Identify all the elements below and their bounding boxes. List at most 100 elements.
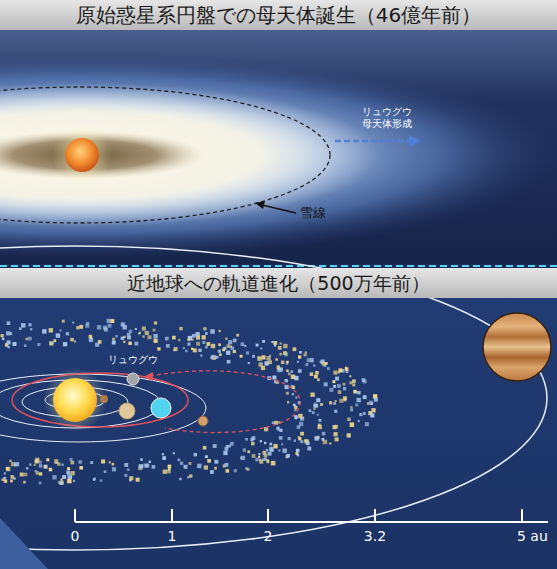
asteroid-dot [225,463,229,467]
asteroid-dot [251,442,255,446]
scale-tick [521,509,523,522]
asteroid-dot [288,373,291,376]
asteroid-dot [197,464,201,468]
asteroid-dot [371,414,375,418]
asteroid-dot [228,340,232,344]
asteroid-dot [363,412,366,415]
asteroid-dot [7,340,11,344]
asteroid-dot [211,344,215,348]
asteroid-dot [67,479,72,484]
asteroid-dot [89,335,92,338]
asteroid-dot [287,401,289,403]
asteroid-dot [334,371,338,375]
asteroid-dot [165,337,169,341]
asteroid-dot [325,362,328,365]
protosun [65,138,99,172]
asteroid-dot [163,470,167,474]
asteroid-dot [271,341,273,343]
asteroid-dot [298,437,301,440]
asteroid-dot [28,323,31,326]
asteroid-dot [139,332,141,334]
asteroid-dot [6,331,10,335]
asteroid-dot [42,329,46,333]
asteroid-dot [362,378,366,382]
asteroid-dot [103,326,107,330]
asteroid-dot [219,353,222,356]
asteroid-dot [191,339,193,341]
asteroid-dot [140,458,143,461]
asteroid-dot [66,332,69,335]
asteroid-dot [218,343,221,346]
asteroid-dot [298,414,302,418]
scale-number: 1 [168,528,177,544]
asteroid-dot [245,467,247,469]
asteroid-dot [49,468,53,472]
scale-bar [75,521,548,523]
arrow-head [255,201,265,209]
asteroid-dot [241,456,245,460]
asteroid-dot [225,447,229,451]
asteroid-dot [277,428,280,431]
asteroid-dot [24,344,27,347]
asteroid-dot [13,342,17,346]
asteroid-dot [115,335,118,338]
asteroid-dot [278,346,282,350]
asteroid-dot [240,457,242,459]
asteroid-dot [355,404,358,407]
asteroid-dot [128,342,131,345]
asteroid-dot [310,393,314,397]
asteroid-dot [189,462,192,465]
asteroid-dot [205,332,208,335]
asteroid-dot [39,482,42,485]
asteroid-dot [227,344,231,348]
asteroid-dot [288,437,291,440]
asteroid-dot [95,343,99,347]
asteroid-dot [347,433,351,437]
asteroid-dot [338,390,342,394]
asteroid-dot [260,347,262,349]
asteroid-belt [1,319,378,485]
asteroid-dot [337,384,341,388]
asteroid-dot [266,459,269,462]
asteroid-dot [70,338,74,342]
asteroid-dot [124,474,127,477]
asteroid-dot [138,333,140,335]
asteroid-dot [174,347,178,351]
asteroid-dot [6,467,9,470]
asteroid-dot [335,400,337,402]
asteroid-dot [370,414,374,418]
asteroid-dot [343,396,347,400]
asteroid-dot [295,452,298,455]
asteroid-dot [259,460,263,464]
asteroid-dot [227,360,231,364]
asteroid-dot [316,398,320,402]
asteroid-dot [23,481,26,484]
asteroid-dot [255,458,258,462]
asteroid-dot [214,467,217,470]
asteroid-dot [110,319,114,323]
body-label: リュウグウ [108,354,158,366]
asteroid-dot [240,355,243,358]
asteroid-dot [222,349,225,352]
asteroid-dot [310,358,314,362]
asteroid-dot [180,462,183,465]
asteroid-dot [350,409,353,412]
asteroid-dot [279,367,283,371]
asteroid-dot [323,440,328,445]
asteroid-dot [65,343,67,345]
asteroid-dot [1,334,4,337]
asteroid-dot [259,453,261,455]
asteroid-dot [278,449,280,451]
asteroid-dot [298,355,301,358]
asteroid-dot [292,393,294,395]
asteroid-dot [76,326,79,329]
sun [53,378,97,422]
asteroid-dot [62,475,66,479]
asteroid-dot [154,321,157,324]
asteroid-dot [295,417,297,419]
asteroid-dot [306,442,310,446]
asteroid-dot [72,322,74,324]
asteroid-dot [101,460,105,464]
asteroid-dot [4,480,7,483]
asteroid-dot [154,339,158,343]
